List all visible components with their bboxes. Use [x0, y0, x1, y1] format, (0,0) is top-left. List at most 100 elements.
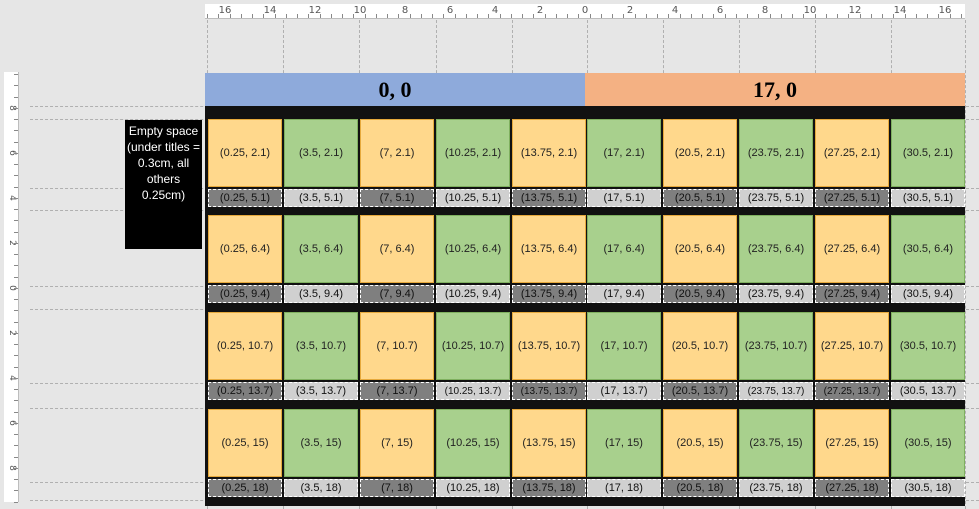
grid-cell[interactable]: (17, 15) [587, 409, 661, 477]
cell-label[interactable]: (3.5, 9.4) [284, 285, 358, 303]
cell-label[interactable]: (7, 13.7) [360, 382, 434, 400]
grid-cell[interactable]: (0.25, 6.4) [208, 215, 282, 283]
grid-cell[interactable]: (27.25, 2.1) [815, 119, 889, 187]
ruler-tick [814, 14, 816, 18]
title-left[interactable]: 0, 0 [205, 73, 585, 106]
ruler-tick [825, 14, 827, 18]
grid-cell[interactable]: (20.5, 6.4) [663, 215, 737, 283]
cell-label[interactable]: (20.5, 5.1) [663, 189, 737, 207]
grid-cell[interactable]: (13.75, 15) [512, 409, 586, 477]
cell-label[interactable]: (13.75, 18) [512, 479, 586, 497]
grid-cell[interactable]: (10.25, 15) [436, 409, 510, 477]
grid-cell[interactable]: (20.5, 10.7) [663, 312, 737, 380]
cell-label[interactable]: (20.5, 9.4) [663, 285, 737, 303]
cell-label[interactable]: (3.5, 5.1) [284, 189, 358, 207]
cell-label[interactable]: (3.5, 13.7) [284, 382, 358, 400]
grid-cell[interactable]: (10.25, 6.4) [436, 215, 510, 283]
grid-cell[interactable]: (17, 10.7) [587, 312, 661, 380]
cell-label[interactable]: (23.75, 18) [739, 479, 813, 497]
cell-label[interactable]: (13.75, 9.4) [512, 285, 586, 303]
grid-cell[interactable]: (10.25, 2.1) [436, 119, 510, 187]
grid-cell[interactable]: (3.5, 6.4) [284, 215, 358, 283]
cell-label[interactable]: (23.75, 5.1) [739, 189, 813, 207]
cell-label[interactable]: (20.5, 13.7) [663, 382, 737, 400]
cell-label[interactable]: (30.5, 18) [891, 479, 965, 497]
cell-label[interactable]: (30.5, 13.7) [891, 382, 965, 400]
empty-space-note[interactable]: Empty space (under titles = 0.3cm, all o… [125, 120, 202, 249]
cell-label[interactable]: (10.25, 5.1) [436, 189, 510, 207]
cell-label[interactable]: (0.25, 18) [208, 479, 282, 497]
cell-label[interactable]: (17, 9.4) [587, 285, 661, 303]
grid-cell[interactable]: (10.25, 10.7) [436, 312, 510, 380]
cell-label[interactable]: (13.75, 13.7) [512, 382, 586, 400]
cell-label[interactable]: (27.25, 13.7) [815, 382, 889, 400]
grid-cell[interactable]: (30.5, 6.4) [891, 215, 965, 283]
ruler-tick [14, 445, 18, 447]
grid-cell[interactable]: (27.25, 15) [815, 409, 889, 477]
grid-cell[interactable]: (23.75, 6.4) [739, 215, 813, 283]
cell-label[interactable]: (27.25, 9.4) [815, 285, 889, 303]
cell-label[interactable]: (27.25, 18) [815, 479, 889, 497]
ruler-tick [387, 14, 388, 18]
cell-label[interactable]: (30.5, 5.1) [891, 189, 965, 207]
grid-cell[interactable]: (30.5, 10.7) [891, 312, 965, 380]
cell-label[interactable]: (10.25, 18) [436, 479, 510, 497]
cell-label[interactable]: (17, 5.1) [587, 189, 661, 207]
ruler-tick [330, 14, 332, 18]
cell-label[interactable]: (3.5, 18) [284, 479, 358, 497]
grid-cell[interactable]: (20.5, 15) [663, 409, 737, 477]
grid-cell[interactable]: (3.5, 15) [284, 409, 358, 477]
cell-label[interactable]: (17, 13.7) [587, 382, 661, 400]
grid-cell[interactable]: (30.5, 15) [891, 409, 965, 477]
ruler-h-label: 10 [353, 5, 367, 16]
grid-cell[interactable]: (0.25, 15) [208, 409, 282, 477]
ruler-h-label: 8 [401, 5, 409, 16]
grid-cell[interactable]: (13.75, 2.1) [512, 119, 586, 187]
grid-cell[interactable]: (0.25, 2.1) [208, 119, 282, 187]
cell-label[interactable]: (23.75, 13.7) [739, 382, 813, 400]
ruler-tick [837, 14, 838, 18]
grid-cell[interactable]: (7, 2.1) [360, 119, 434, 187]
ruler-tick [14, 141, 18, 143]
grid-cell[interactable]: (17, 6.4) [587, 215, 661, 283]
cell-label[interactable]: (27.25, 5.1) [815, 189, 889, 207]
title-right[interactable]: 17, 0 [585, 73, 965, 106]
grid-cell[interactable]: (7, 15) [360, 409, 434, 477]
cell-label[interactable]: (7, 18) [360, 479, 434, 497]
grid-cell[interactable]: (20.5, 2.1) [663, 119, 737, 187]
grid-cell[interactable]: (7, 10.7) [360, 312, 434, 380]
cell-label[interactable]: (0.25, 9.4) [208, 285, 282, 303]
ruler-tick [207, 14, 208, 18]
grid-cell[interactable]: (23.75, 10.7) [739, 312, 813, 380]
ruler-tick [14, 366, 18, 368]
grid-cell[interactable]: (23.75, 15) [739, 409, 813, 477]
cell-label[interactable]: (23.75, 9.4) [739, 285, 813, 303]
grid-cell[interactable]: (23.75, 2.1) [739, 119, 813, 187]
cell-label[interactable]: (17, 18) [587, 479, 661, 497]
cell-label[interactable]: (10.25, 13.7) [436, 382, 510, 400]
cell-label[interactable]: (7, 5.1) [360, 189, 434, 207]
ruler-tick [758, 14, 760, 18]
grid-cell[interactable]: (3.5, 10.7) [284, 312, 358, 380]
grid-cell[interactable]: (3.5, 2.1) [284, 119, 358, 187]
cell-label[interactable]: (30.5, 9.4) [891, 285, 965, 303]
grid-cell[interactable]: (13.75, 10.7) [512, 312, 586, 380]
ruler-tick [14, 299, 18, 300]
cell-label[interactable]: (20.5, 18) [663, 479, 737, 497]
grid-cell[interactable]: (0.25, 10.7) [208, 312, 282, 380]
grid-cell[interactable]: (7, 6.4) [360, 215, 434, 283]
grid-cell[interactable]: (30.5, 2.1) [891, 119, 965, 187]
grid-cell[interactable]: (13.75, 6.4) [512, 215, 586, 283]
ruler-tick [285, 14, 287, 18]
cell-label[interactable]: (0.25, 13.7) [208, 382, 282, 400]
cell-label[interactable]: (0.25, 5.1) [208, 189, 282, 207]
ruler-tick [14, 501, 18, 503]
cell-label[interactable]: (10.25, 9.4) [436, 285, 510, 303]
grid-cell[interactable]: (27.25, 6.4) [815, 215, 889, 283]
cell-label[interactable]: (7, 9.4) [360, 285, 434, 303]
cell-label[interactable]: (13.75, 5.1) [512, 189, 586, 207]
grid-cell[interactable]: (27.25, 10.7) [815, 312, 889, 380]
grid-cell[interactable]: (17, 2.1) [587, 119, 661, 187]
